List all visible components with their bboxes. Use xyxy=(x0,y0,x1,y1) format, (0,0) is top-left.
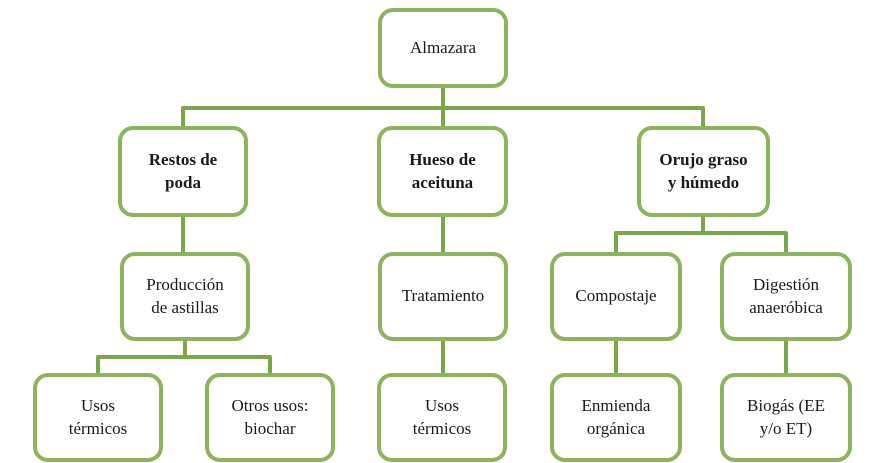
node-usos-termicos-hueso: Usos térmicos xyxy=(377,373,507,462)
connector-orujo-branches xyxy=(614,215,788,254)
connector-produccion-branches xyxy=(96,339,272,375)
node-hueso-de-aceituna-label: Hueso de aceituna xyxy=(409,149,476,192)
node-tratamiento: Tratamiento xyxy=(378,252,508,341)
node-tratamiento-label: Tratamiento xyxy=(401,286,485,306)
node-otros-usos-biochar: Otros usos: biochar xyxy=(205,373,335,462)
node-restos-de-poda: Restos de poda xyxy=(118,126,248,217)
node-restos-de-poda-label: Restos de poda xyxy=(148,149,218,192)
node-compostaje-label: Compostaje xyxy=(575,286,657,306)
node-produccion-de-astillas-label: Producción de astillas xyxy=(146,274,224,317)
connector-almazara-branches xyxy=(181,86,705,128)
node-digestion-anaerobica: Digestión anaeróbica xyxy=(720,252,852,341)
node-usos-termicos-hueso-label: Usos térmicos xyxy=(412,395,472,438)
node-almazara-label: Almazara xyxy=(409,37,477,57)
node-usos-termicos-poda: Usos térmicos xyxy=(33,373,163,462)
node-usos-termicos-poda-label: Usos térmicos xyxy=(68,395,128,438)
node-biogas-ee-et-label: Biogás (EE y/o ET) xyxy=(747,395,825,438)
node-biogas-ee-et: Biogás (EE y/o ET) xyxy=(720,373,852,462)
node-digestion-anaerobica-label: Digestión anaeróbica xyxy=(749,274,823,317)
node-orujo-graso-y-humedo: Orujo graso y húmedo xyxy=(637,126,770,217)
node-produccion-de-astillas: Producción de astillas xyxy=(120,252,250,341)
node-enmienda-organica: Enmienda orgánica xyxy=(550,373,682,462)
node-otros-usos-biochar-label: Otros usos: biochar xyxy=(231,395,309,438)
node-enmienda-organica-label: Enmienda orgánica xyxy=(581,395,651,438)
node-orujo-graso-y-humedo-label: Orujo graso y húmedo xyxy=(659,149,748,192)
node-compostaje: Compostaje xyxy=(550,252,682,341)
node-almazara: Almazara xyxy=(378,8,508,88)
node-hueso-de-aceituna: Hueso de aceituna xyxy=(377,126,508,217)
